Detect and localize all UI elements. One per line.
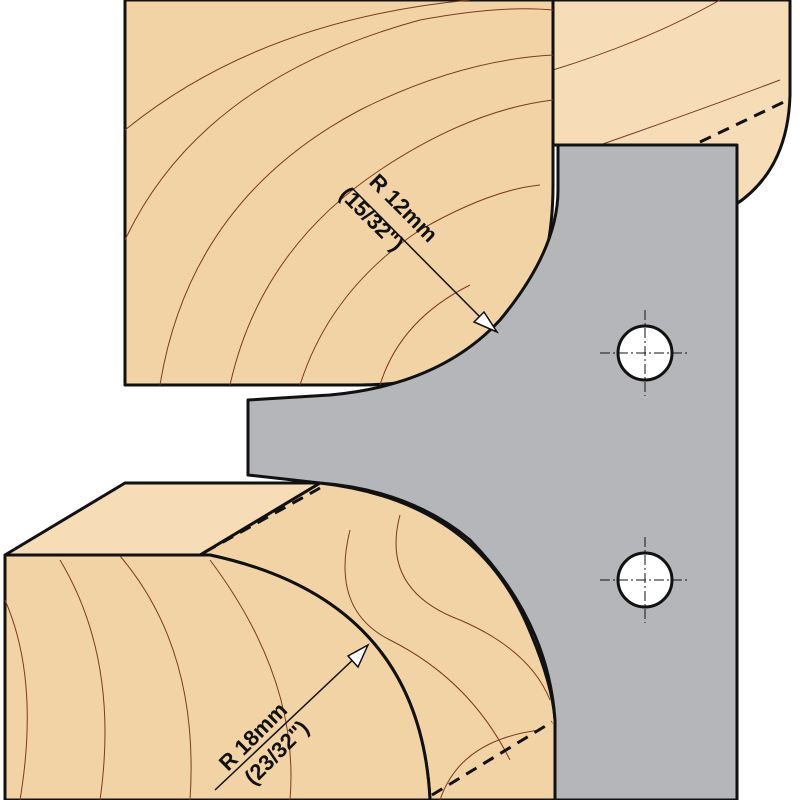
bottom-hidden-edge-bottom [431,720,553,797]
bottom-hidden-edge-top [204,486,321,554]
top-hidden-edge [699,98,789,144]
mounting-hole-lower [600,537,690,623]
mounting-hole-upper [600,310,690,396]
arrow-head-icon [346,643,370,669]
cutter-knife [246,143,739,800]
arrow-head-icon [472,310,499,334]
bottom-workpiece-front [3,553,432,800]
bottom-workpiece [3,481,557,800]
top-workpiece [123,0,792,387]
cutter-profile [246,143,739,800]
